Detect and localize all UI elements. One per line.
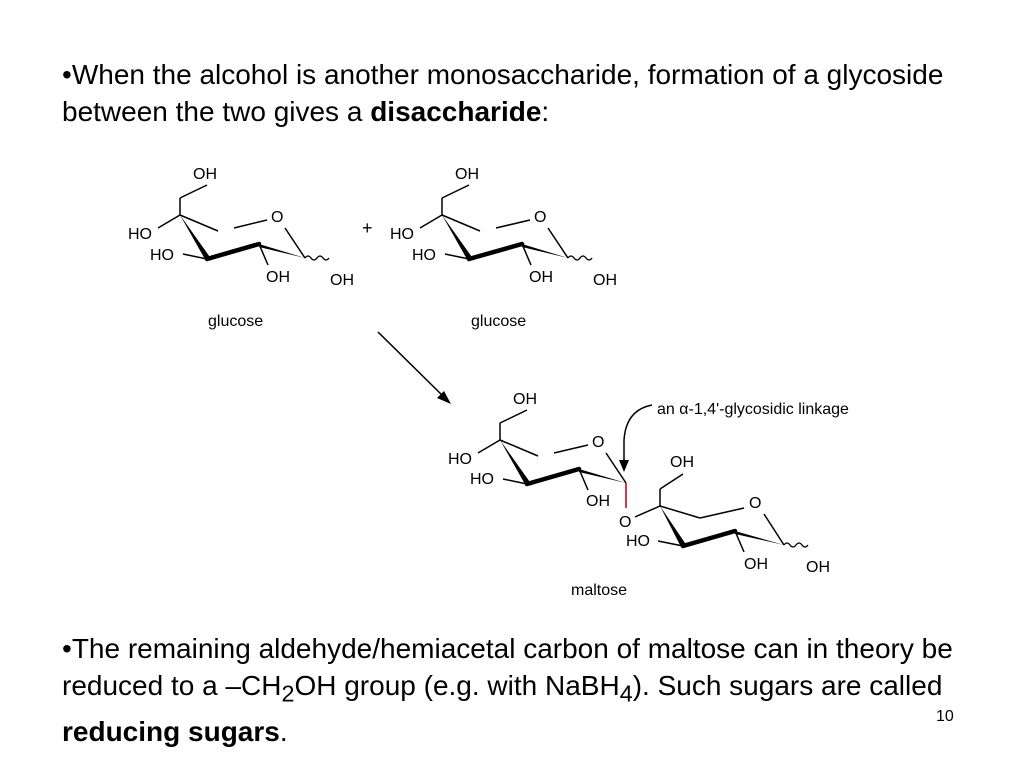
oh-label: OH	[670, 454, 694, 471]
bullet-marker: •	[62, 59, 72, 90]
plus-sign: +	[362, 218, 373, 238]
oh-label: OH	[330, 272, 354, 289]
linkage-label: an α-1,4'-glycosidic linkage	[657, 401, 849, 418]
bullet-2-bold-term: reducing sugars	[62, 715, 280, 747]
bullet-2-text-b: OH group (e.g. with NaBH	[294, 670, 620, 701]
bullet-1-text-a: When the alcohol is another monosacchari…	[62, 59, 944, 127]
ring-oxygen-label: O	[271, 209, 283, 226]
oh-label: OH	[513, 391, 537, 408]
bullet-text-2: •The remaining aldehyde/hemiacetal carbo…	[62, 630, 982, 750]
ring-oxygen-label: O	[592, 434, 604, 451]
oh-label: OH	[806, 559, 830, 576]
linkage-annotation: an α-1,4'-glycosidic linkage	[619, 401, 849, 472]
oh-label: OH	[586, 493, 610, 510]
oh-label: OH	[455, 166, 479, 183]
oh-label: OH	[593, 272, 617, 289]
maltose-caption: maltose	[571, 582, 627, 599]
bullet-2-text-a: The remaining aldehyde/hemiacetal carbon…	[62, 633, 953, 701]
ring-oxygen-label: O	[534, 209, 546, 226]
bullet-marker: •	[62, 633, 72, 664]
bullet-2-text-c: ). Such sugars are called	[632, 670, 943, 701]
ho-label: HO	[626, 533, 650, 550]
maltose-structure: OH O HO HO OH O OH O HO OH OH maltose	[448, 391, 830, 599]
glucose-caption-2: glucose	[471, 313, 526, 330]
page-number: 10	[936, 708, 954, 725]
subscript-2: 2	[281, 680, 295, 707]
ho-label: HO	[150, 247, 174, 264]
ho-label: HO	[412, 247, 436, 264]
subscript-4: 4	[619, 680, 633, 707]
oh-label: OH	[744, 556, 768, 573]
oh-label: OH	[266, 269, 290, 286]
ho-label: HO	[390, 226, 414, 243]
glucose-structure-1: OH O HO HO OH OH glucose	[128, 166, 354, 330]
oh-label: OH	[529, 269, 553, 286]
ho-label: HO	[470, 471, 494, 488]
ring-oxygen-label: O	[749, 495, 761, 512]
glucose-caption-1: glucose	[208, 313, 263, 330]
bullet-1-bold-term: disaccharide	[370, 96, 542, 127]
bullet-1-text-b: :	[541, 96, 550, 127]
glucose-structure-2: OH O HO HO OH OH glucose	[390, 166, 617, 330]
bridge-oxygen-label: O	[619, 514, 631, 531]
ho-label: HO	[128, 226, 152, 243]
bullet-2-text-d: .	[279, 715, 288, 747]
ho-label: HO	[448, 451, 472, 468]
bullet-text-1: •When the alcohol is another monosacchar…	[62, 56, 982, 130]
oh-label: OH	[193, 166, 217, 183]
reaction-arrow	[377, 331, 451, 404]
